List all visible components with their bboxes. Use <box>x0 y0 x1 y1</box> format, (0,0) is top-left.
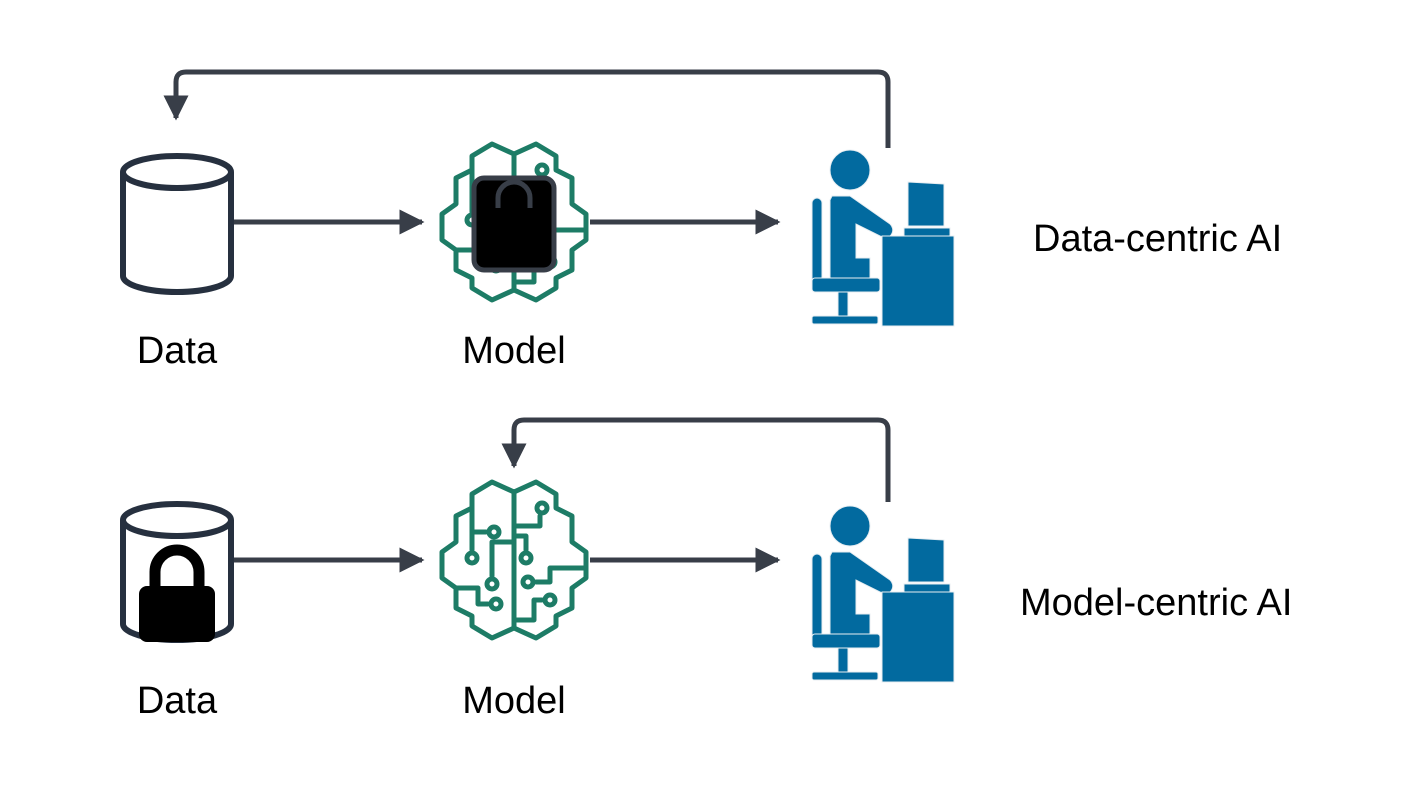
row-model-centric <box>123 417 955 683</box>
lock-icon <box>471 175 557 273</box>
user-at-computer-icon <box>811 149 955 327</box>
database-icon <box>123 156 231 292</box>
feedback-arrow <box>163 69 891 148</box>
row-title-model-centric: Model-centric AI <box>1020 582 1293 624</box>
brain-circuit-icon <box>442 482 586 638</box>
row-title-data-centric: Data-centric AI <box>1033 218 1283 260</box>
model-label: Model <box>462 680 566 722</box>
model-label: Model <box>462 330 566 372</box>
feedback-arrow <box>501 417 891 502</box>
user-at-computer-icon <box>811 505 955 683</box>
data-label: Data <box>136 680 218 722</box>
data-label: Data <box>136 330 218 372</box>
row-data-centric <box>123 69 955 327</box>
